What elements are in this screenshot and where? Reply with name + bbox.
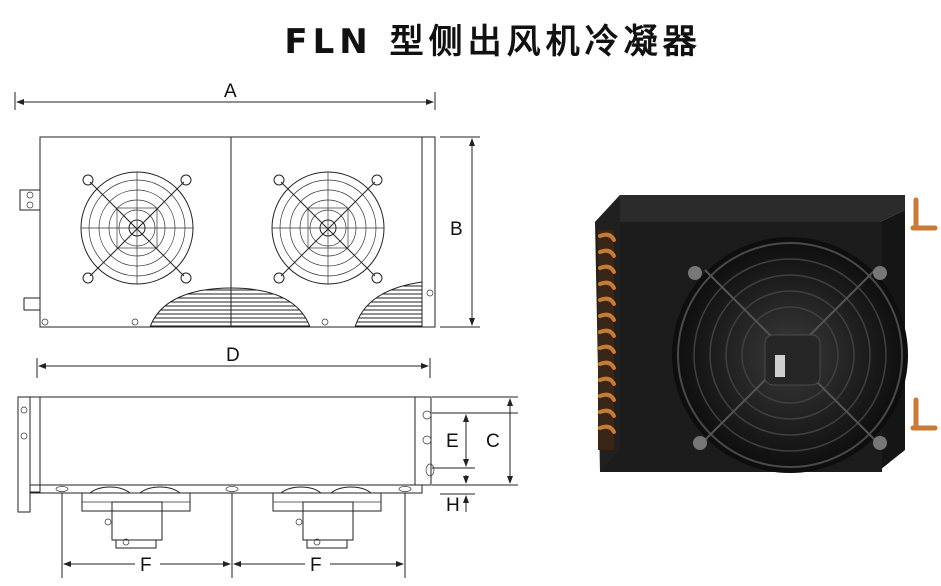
copper-pipe-icon: [910, 197, 938, 431]
fan-guard-right: [271, 171, 385, 285]
dimension-label-a: A: [224, 81, 237, 102]
fan-motor-right: [272, 486, 382, 549]
dimension-label-e: E: [446, 431, 459, 452]
front-view-drawing: A: [14, 81, 480, 328]
dimension-label-b: B: [450, 219, 463, 240]
dimension-label-d: D: [226, 345, 240, 366]
copper-coil-icon: [598, 230, 616, 450]
page-title: FLN 型侧出风机冷凝器: [284, 22, 702, 62]
dimension-label-f-right: F: [310, 555, 322, 576]
dimension-label-c: C: [486, 431, 500, 452]
condenser-product-image: [595, 195, 938, 473]
dimension-label-f-left: F: [140, 555, 152, 576]
fan-guard-left: [80, 171, 194, 285]
side-view-drawing: D: [17, 345, 518, 578]
dimension-label-h: H: [446, 495, 460, 516]
fan-motor-left: [81, 486, 191, 549]
fan-icon: [672, 237, 908, 473]
